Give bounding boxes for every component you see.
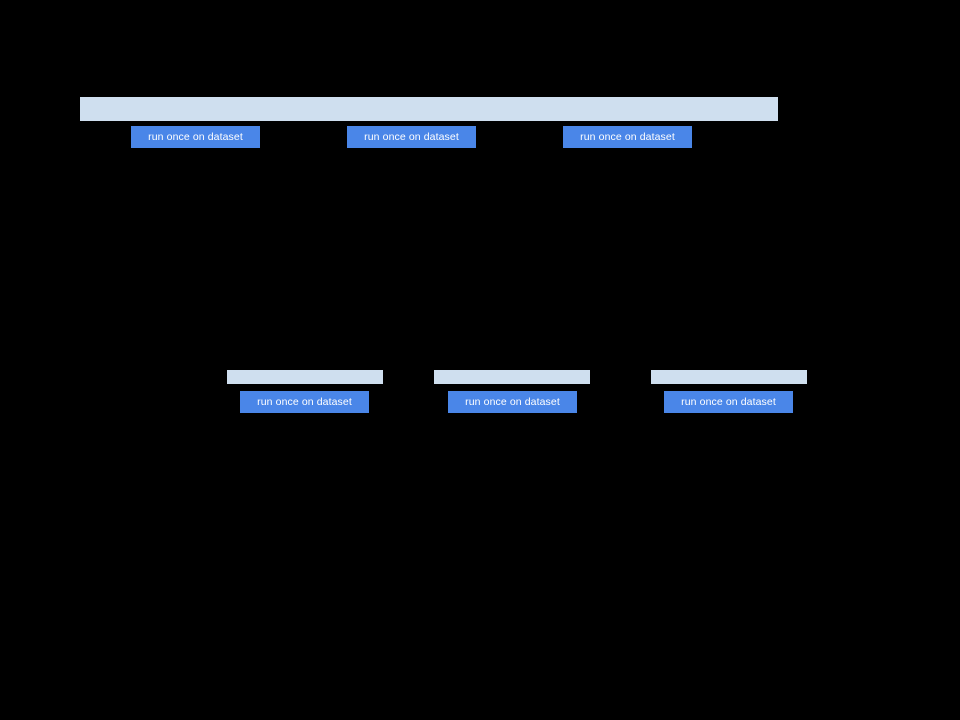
run-once-on-dataset-button-1[interactable]: run once on dataset xyxy=(131,126,260,148)
dataset-field-1[interactable] xyxy=(227,370,383,384)
dataset-header-field[interactable] xyxy=(80,97,778,121)
run-once-on-dataset-button-4[interactable]: run once on dataset xyxy=(240,391,369,413)
dataset-field-2[interactable] xyxy=(434,370,590,384)
run-once-on-dataset-button-5[interactable]: run once on dataset xyxy=(448,391,577,413)
run-once-on-dataset-button-3[interactable]: run once on dataset xyxy=(563,126,692,148)
dataset-field-3[interactable] xyxy=(651,370,807,384)
run-once-on-dataset-button-6[interactable]: run once on dataset xyxy=(664,391,793,413)
run-once-on-dataset-button-2[interactable]: run once on dataset xyxy=(347,126,476,148)
